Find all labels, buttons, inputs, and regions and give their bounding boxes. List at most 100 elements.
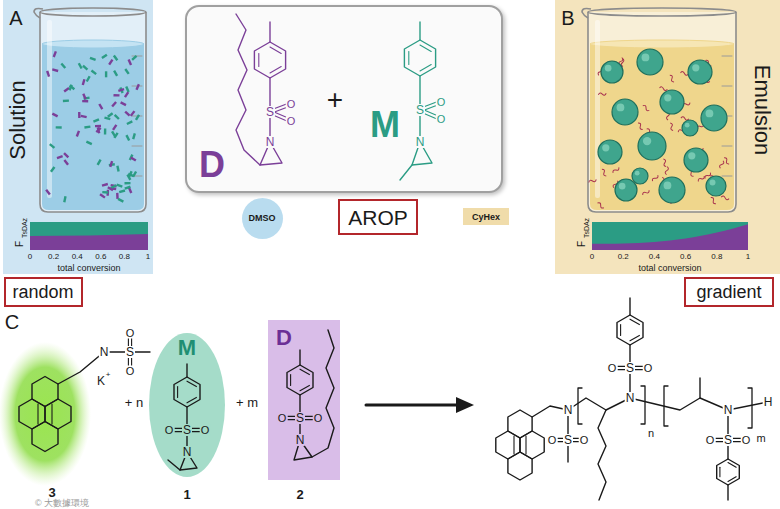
node-illustration bbox=[187, 7, 501, 191]
monomer-box: D+M bbox=[185, 5, 503, 193]
graduation-mark bbox=[132, 146, 142, 147]
atom-label: O bbox=[277, 413, 288, 424]
beaker-rim bbox=[588, 8, 736, 16]
monomer-particle bbox=[99, 193, 105, 198]
monomer-particle bbox=[53, 51, 57, 57]
monomer-particle bbox=[93, 118, 99, 123]
benzene-ring bbox=[404, 40, 435, 76]
monomer-particle bbox=[105, 71, 107, 77]
chart-area bbox=[30, 222, 148, 250]
atom-label: O bbox=[125, 328, 136, 339]
compound-number: 3 bbox=[48, 486, 55, 499]
chart-area bbox=[30, 234, 148, 250]
monomer-particle bbox=[108, 59, 113, 65]
bond-line bbox=[269, 22, 270, 42]
bond-line bbox=[299, 350, 300, 365]
benzene-ring bbox=[508, 410, 532, 438]
emulsion-droplet bbox=[684, 148, 708, 172]
emulsion-droplet bbox=[659, 177, 685, 203]
watermark: © 大數據環境 bbox=[35, 499, 89, 508]
solvent-box: CyHex bbox=[463, 208, 509, 225]
monomer-particle bbox=[63, 152, 69, 158]
monomer-particle bbox=[86, 76, 91, 82]
atom-label: O bbox=[741, 435, 752, 446]
atom-label: H bbox=[763, 396, 774, 408]
axis-tick: 1 bbox=[746, 253, 750, 261]
emulsion-droplet bbox=[598, 140, 622, 164]
axis-tick: 0.4 bbox=[649, 253, 660, 261]
double-bond bbox=[51, 404, 52, 424]
emulsion-particle bbox=[669, 122, 675, 131]
solvent-label: DMSO bbox=[249, 214, 276, 223]
axis-tick: 0 bbox=[28, 253, 32, 261]
liquid-surface bbox=[590, 40, 734, 48]
droplet-highlight bbox=[688, 152, 695, 159]
monomer-ellipse bbox=[149, 333, 225, 477]
atom-label: S bbox=[182, 424, 192, 436]
double-bond bbox=[620, 325, 621, 336]
emulsion-particle bbox=[651, 174, 659, 182]
monomer-particle bbox=[130, 156, 136, 161]
monomer-particle bbox=[120, 101, 126, 106]
solvent-label: CyHex bbox=[472, 212, 500, 221]
bond-line bbox=[727, 485, 728, 500]
monomer-particle bbox=[52, 68, 58, 72]
monomer-particle bbox=[131, 55, 137, 61]
atom-label: S bbox=[723, 434, 733, 446]
monomer-particle bbox=[46, 71, 50, 77]
monomer-particle bbox=[116, 165, 120, 171]
monomer-particle bbox=[49, 143, 55, 149]
droplet-highlight bbox=[602, 144, 609, 151]
atom-label: O bbox=[286, 99, 297, 110]
axis-tick: 0.6 bbox=[680, 253, 691, 261]
monomer-particle bbox=[119, 189, 125, 193]
monomer-particle bbox=[124, 185, 130, 189]
double-bond bbox=[420, 65, 431, 72]
double-bond bbox=[630, 335, 639, 340]
emulsion-particle bbox=[697, 175, 705, 183]
axis-tick: 0.4 bbox=[72, 253, 83, 261]
atom-label: O bbox=[125, 366, 136, 377]
benzene-ring bbox=[254, 42, 285, 78]
droplet-highlight bbox=[710, 180, 716, 186]
method-box: AROP bbox=[338, 199, 418, 235]
panel-letter: B bbox=[561, 8, 574, 28]
monomer-particle bbox=[102, 183, 108, 187]
atom-label: O bbox=[705, 435, 716, 446]
monomer-particle bbox=[104, 117, 110, 121]
liquid-surface bbox=[42, 40, 144, 48]
monomer-particle bbox=[90, 57, 96, 61]
atom-label: S bbox=[415, 104, 425, 116]
panel-letter: C bbox=[5, 312, 19, 332]
axis-tick: 0.2 bbox=[48, 253, 59, 261]
atom-label: N bbox=[182, 446, 193, 458]
atom-label: O bbox=[200, 425, 211, 436]
emulsion-droplet bbox=[615, 179, 637, 201]
benzene-ring bbox=[508, 452, 532, 480]
axis-title: total conversion bbox=[638, 264, 701, 273]
graduation-mark bbox=[722, 56, 732, 57]
monomer-letter: D bbox=[199, 147, 225, 183]
droplet-highlight bbox=[642, 54, 650, 62]
atom-label: O bbox=[164, 425, 175, 436]
monomer-particle bbox=[109, 161, 113, 167]
monomer-particle bbox=[91, 70, 97, 76]
emulsion-droplet bbox=[660, 90, 684, 114]
benzene-ring bbox=[174, 377, 200, 407]
monomer-particle bbox=[56, 126, 62, 129]
solvent-circle: DMSO bbox=[242, 198, 283, 239]
monomer-particle bbox=[82, 93, 87, 99]
monomer-particle bbox=[113, 94, 119, 97]
double-bond bbox=[525, 436, 526, 454]
axis-title: F bbox=[577, 241, 587, 247]
bond-line bbox=[400, 165, 412, 180]
box-label: gradient bbox=[696, 283, 761, 301]
droplet-highlight bbox=[605, 65, 612, 72]
emulsion-particle bbox=[642, 104, 650, 111]
monomer-particle bbox=[116, 193, 119, 199]
emulsion-particle bbox=[719, 160, 724, 169]
bond-line bbox=[699, 378, 700, 398]
monomer-particle bbox=[68, 84, 72, 90]
monomer-particle bbox=[97, 159, 102, 165]
repeat-index: m bbox=[756, 433, 765, 444]
